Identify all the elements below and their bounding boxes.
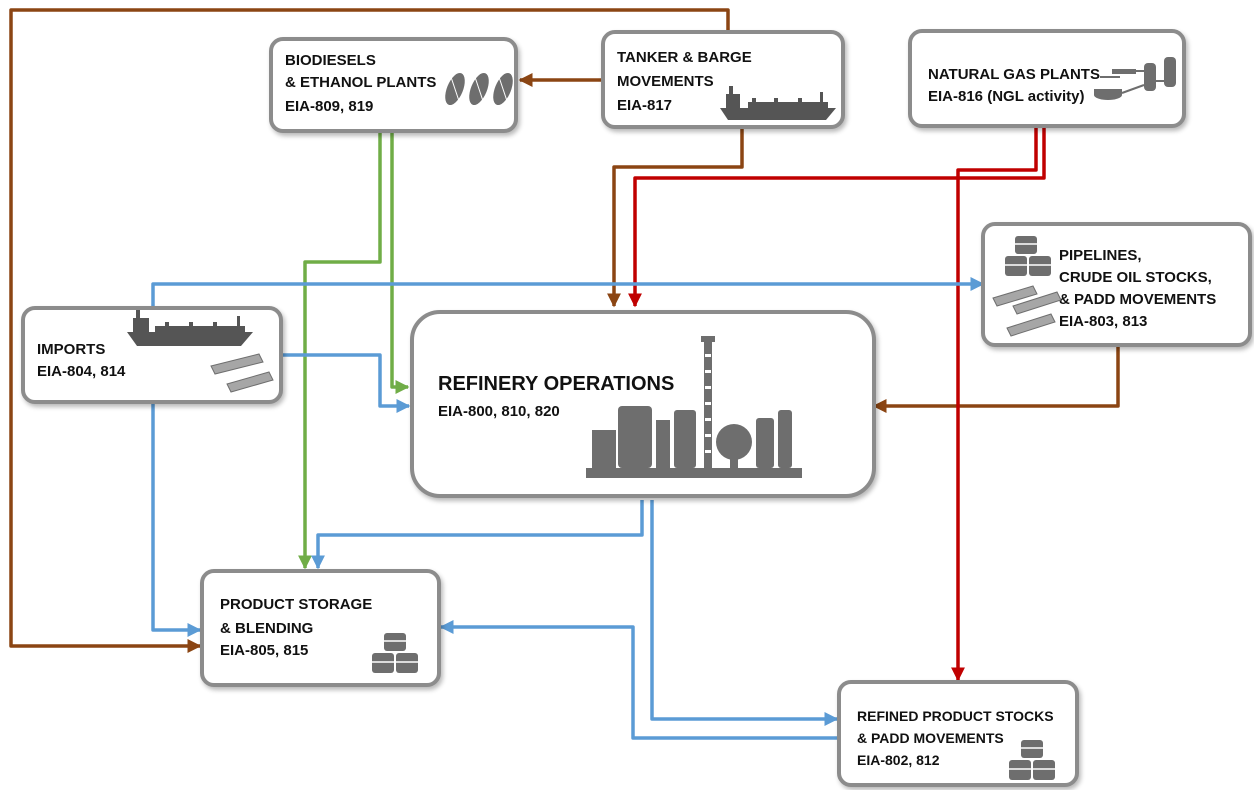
flow-tanker-to-refinery (607, 128, 744, 308)
node-refinery-survey: EIA-800, 810, 820 (438, 403, 560, 420)
node-biodiesel-title-line2: & ETHANOL PLANTS (285, 74, 437, 91)
node-natgas-title: NATURAL GAS PLANTS (928, 66, 1100, 83)
node-refined-product-stocks: REFINED PRODUCT STOCKS & PADD MOVEMENTS … (837, 680, 1079, 787)
flow-pipelines-to-refinery (872, 347, 1120, 413)
node-imports-title: IMPORTS (37, 341, 106, 358)
node-refinery-title: REFINERY OPERATIONS (438, 373, 675, 395)
flow-natgas-to-refinery (628, 128, 1046, 308)
flow-refined-to-storage (439, 620, 837, 740)
flow-natgas-to-refined (951, 128, 1038, 682)
node-pipelines-survey: EIA-803, 813 (1059, 313, 1148, 330)
corn-icon (445, 72, 513, 106)
flow-refinery-to-storage (311, 500, 644, 570)
flow-tanker-to-storage (9, 8, 730, 653)
node-storage-title-line1: PRODUCT STORAGE (220, 596, 373, 613)
flow-refinery-to-refined-upper (650, 500, 839, 726)
flow-biodiesel-to-refinery (390, 132, 410, 394)
node-product-storage-blending: PRODUCT STORAGE & BLENDING EIA-805, 815 (200, 569, 441, 687)
node-pipelines-title-line2: CRUDE OIL STOCKS, (1059, 269, 1212, 286)
flow-imports-to-pipelines (151, 277, 985, 306)
node-natgas-survey: EIA-816 (NGL activity) (928, 88, 1085, 105)
node-pipelines-title-line3: & PADD MOVEMENTS (1059, 291, 1217, 308)
node-refined-title-line2: & PADD MOVEMENTS (857, 730, 1004, 746)
node-storage-title-line2: & BLENDING (220, 620, 314, 637)
node-biodiesel-ethanol-plants: BIODIESELS & ETHANOL PLANTS EIA-809, 819 (269, 37, 518, 133)
barrels-icon (372, 633, 418, 673)
pipes-icon (992, 285, 1062, 337)
tanker-ship-icon (720, 86, 836, 120)
node-biodiesel-title-line1: BIODIESELS (285, 52, 376, 69)
refinery-icon (586, 336, 802, 478)
ship-icon (127, 310, 253, 346)
node-pipelines-title-line1: PIPELINES, (1059, 247, 1142, 264)
node-imports-survey: EIA-804, 814 (37, 363, 126, 380)
flow-imports-to-refinery (283, 353, 411, 413)
node-imports: IMPORTS EIA-804, 814 (21, 306, 283, 404)
gas-plant-icon (1094, 57, 1176, 100)
node-storage-survey: EIA-805, 815 (220, 642, 309, 659)
node-tanker-survey: EIA-817 (617, 97, 673, 114)
node-natural-gas-plants: NATURAL GAS PLANTS EIA-816 (NGL activity… (908, 29, 1186, 128)
node-tanker-title-line2: MOVEMENTS (617, 73, 714, 90)
node-pipelines-crude-stocks: PIPELINES, CRUDE OIL STOCKS, & PADD MOVE… (981, 222, 1252, 347)
barrels-icon (1009, 740, 1055, 780)
node-biodiesel-survey: EIA-809, 819 (285, 98, 374, 115)
pipes-icon (210, 353, 274, 393)
node-refined-survey: EIA-802, 812 (857, 752, 940, 768)
barrels-icon (1005, 236, 1051, 276)
flow-biodiesel-to-storage (298, 132, 382, 570)
flow-imports-to-storage (151, 403, 202, 637)
node-refinery-operations: REFINERY OPERATIONS EIA-800, 810, 820 (410, 310, 876, 498)
node-refined-title-line1: REFINED PRODUCT STOCKS (857, 708, 1054, 724)
node-tanker-barge-movements: TANKER & BARGE MOVEMENTS EIA-817 (601, 30, 845, 129)
node-tanker-title-line1: TANKER & BARGE (617, 49, 752, 66)
